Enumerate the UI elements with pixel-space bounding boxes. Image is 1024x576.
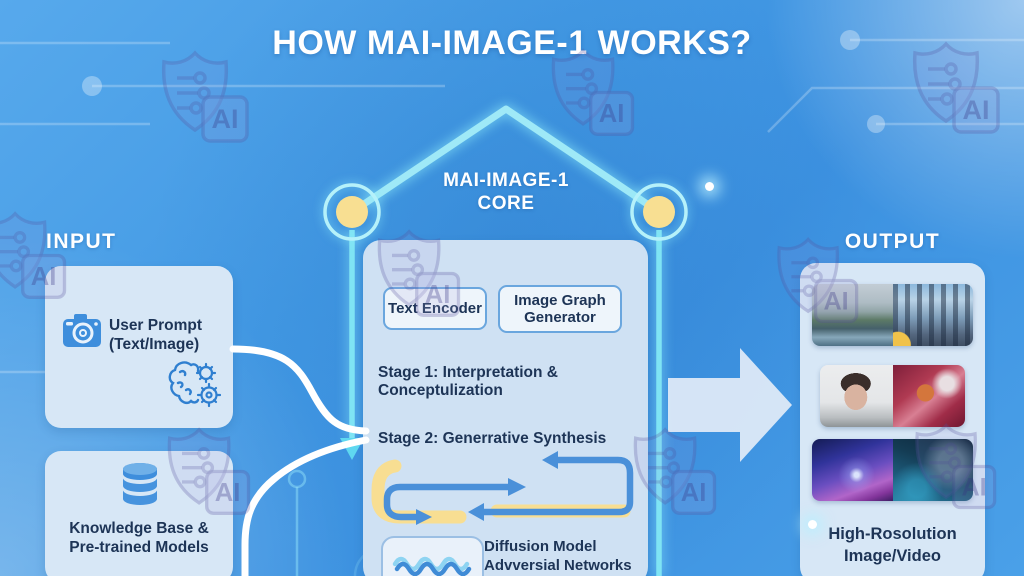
output-image-row-3 bbox=[812, 439, 973, 501]
stage1-line1: Stage 1: Interpretation & bbox=[378, 364, 558, 381]
core-heading: MAI-IMAGE-1 CORE bbox=[406, 170, 606, 216]
text-encoder-label: Text Encoder bbox=[388, 299, 482, 317]
output-image-row-1 bbox=[812, 284, 973, 346]
output-caption: High-Rosolution Image/Video bbox=[800, 523, 985, 568]
input-heading: INPUT bbox=[46, 230, 117, 253]
right-node-dot bbox=[643, 196, 675, 228]
output-image-sci-fi-scene bbox=[892, 439, 973, 501]
left-node-dot bbox=[336, 196, 368, 228]
knowledge-base-line1: Knowledge Base & bbox=[69, 520, 209, 537]
text-encoder-box: Text Encoder bbox=[383, 287, 487, 330]
output-heading: OUTPUT bbox=[844, 230, 941, 253]
output-caption-line2: Image/Video bbox=[844, 547, 941, 566]
output-image-red-anime-art bbox=[892, 365, 965, 427]
user-prompt-label: User Prompt (Text/Image) bbox=[109, 316, 202, 355]
left-node-ring bbox=[323, 183, 381, 241]
page-title: HOW MAI-IMAGE-1 WORKS? bbox=[272, 24, 752, 62]
input2-to-core-wire bbox=[241, 436, 370, 576]
output-card: High-Rosolution Image/Video bbox=[800, 263, 985, 576]
brain-gears-icon bbox=[168, 361, 221, 408]
glow-dot bbox=[808, 520, 817, 529]
user-prompt-card: User Prompt (Text/Image) bbox=[45, 266, 233, 428]
core-to-output-arrow bbox=[668, 348, 792, 462]
stage2-label: Stage 2: Generrative Synthesis bbox=[378, 430, 607, 447]
camera-icon bbox=[63, 314, 101, 347]
knowledge-base-label: Knowledge Base & Pre-trained Models bbox=[45, 519, 233, 558]
output-image-mountain-landscape bbox=[812, 284, 893, 346]
glow-dot bbox=[705, 182, 714, 191]
output-image-purple-fantasy bbox=[812, 439, 893, 501]
diffusion-line1: Diffusion Model bbox=[484, 538, 597, 555]
core-panel: Text Encoder Image Graph Generator Stage… bbox=[363, 240, 648, 576]
user-prompt-line2: (Text/Image) bbox=[109, 336, 200, 354]
output-caption-line1: High-Rosolution bbox=[828, 525, 957, 543]
core-heading-line1: MAI-IMAGE-1 bbox=[443, 170, 569, 191]
image-graph-generator-box: Image Graph Generator bbox=[498, 285, 622, 333]
output-image-row-2 bbox=[820, 365, 965, 427]
diffusion-waves-icon bbox=[381, 536, 484, 576]
input1-to-core-wire bbox=[229, 345, 370, 435]
knowledge-base-card: Knowledge Base & Pre-trained Models bbox=[45, 451, 233, 576]
core-down-arrow-head bbox=[340, 438, 364, 460]
knowledge-base-line2: Pre-trained Models bbox=[69, 539, 209, 557]
wave-lines-icon bbox=[392, 556, 471, 576]
output-image-woman-portrait bbox=[820, 365, 893, 427]
diffusion-line2: Advversial Networks bbox=[484, 556, 632, 574]
image-graph-generator-label: Image Graph Generator bbox=[514, 291, 606, 326]
stage1-line2: Conceptulization bbox=[378, 382, 503, 400]
right-node-ring bbox=[630, 183, 688, 241]
core-heading-line2: CORE bbox=[477, 192, 535, 214]
output-image-city-skyline bbox=[892, 284, 973, 346]
diffusion-label: Diffusion Model Advversial Networks bbox=[484, 538, 632, 576]
user-prompt-line1: User Prompt bbox=[109, 317, 203, 334]
database-icon bbox=[122, 463, 158, 505]
stage1-label: Stage 1: Interpretation & Conceptulizati… bbox=[378, 364, 558, 401]
